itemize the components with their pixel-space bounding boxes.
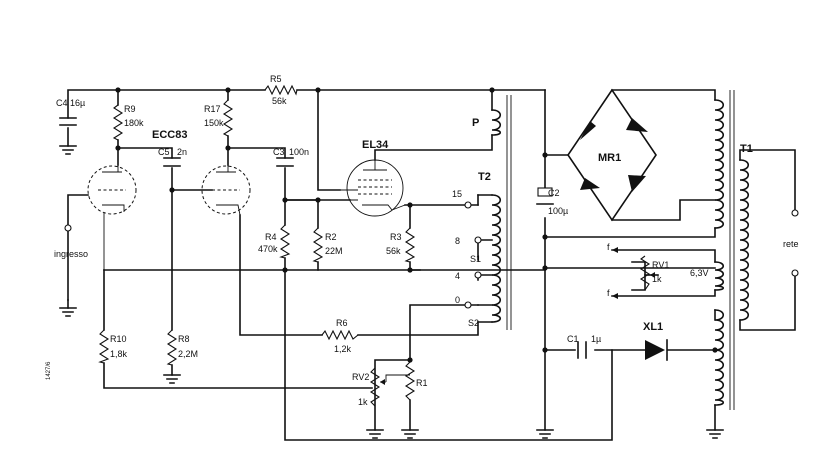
resistor-r10: R10 1,8k (98, 329, 128, 364)
r3-value: 56k (386, 246, 401, 256)
mains-label: rete (783, 239, 799, 249)
tube-ecc83-label: ECC83 (152, 129, 187, 141)
r2-ref: R2 (325, 232, 337, 242)
tube-ecc83-triode-2 (201, 165, 251, 216)
r1-ref: R1 (416, 378, 428, 388)
winding-s1-label: S1 (470, 254, 481, 264)
r10-value: 1,8k (110, 349, 128, 359)
potentiometer-rv1: RV1 1k (639, 255, 669, 291)
r9-ref: R9 (124, 104, 136, 114)
resistor-r2: R2 22M (312, 227, 343, 263)
filament-leads: f f (607, 242, 632, 299)
r6-ref: R6 (336, 318, 348, 328)
r10-ref: R10 (110, 334, 127, 344)
c5-value: 2n (177, 147, 187, 157)
input-terminal: ingresso (54, 224, 88, 259)
tap-0-label: 0 (455, 295, 460, 305)
r17-value: 150k (204, 118, 224, 128)
ground-symbols (59, 145, 724, 439)
mains-terminals: rete (783, 209, 799, 277)
junctions (115, 87, 718, 363)
resistor-r1: R1 (404, 361, 428, 401)
capacitor-c2: C2 100µ (536, 187, 568, 216)
tube-el34 (340, 159, 406, 217)
wiring (67, 89, 796, 441)
resistor-r8: R8 2,2M (166, 329, 198, 366)
capacitor-c3: C3 100n (273, 147, 309, 167)
resistor-r3: R3 56k (386, 227, 416, 263)
r8-value: 2,2M (178, 349, 198, 359)
t2-label: T2 (478, 171, 491, 183)
tube-el34-label: EL34 (362, 139, 389, 151)
filament-mark-top: f (607, 242, 610, 252)
c2-value: 100µ (548, 206, 568, 216)
capacitor-c1: C1 1µ (567, 334, 601, 359)
diode-xl1: XL1 (643, 321, 668, 361)
r5-ref: R5 (270, 74, 282, 84)
winding-s2-label: S2 (468, 318, 479, 328)
tube-ecc83-triode-1 (87, 165, 137, 270)
potentiometer-rv2: RV2 1k (352, 367, 410, 407)
c2-ref: C2 (548, 188, 560, 198)
tap-15-label: 15 (452, 189, 462, 199)
c1-ref: C1 (567, 334, 579, 344)
capacitor-c5: C5 2n (158, 147, 187, 167)
rv2-ref: RV2 (352, 372, 369, 382)
transformer-t1: T1 6,3V (690, 90, 753, 410)
r4-ref: R4 (265, 232, 277, 242)
xl1-ref: XL1 (643, 321, 663, 333)
c3-value: 100n (289, 147, 309, 157)
r4-value: 470k (258, 244, 278, 254)
c3-ref: C3 (273, 147, 285, 157)
t1-label: T1 (740, 143, 753, 155)
resistor-r9: R9 180k (112, 104, 144, 141)
output-taps: 15 8 4 0 (452, 189, 482, 309)
r9-value: 180k (124, 118, 144, 128)
c5-ref: C5 (158, 147, 170, 157)
winding-p-label: P (472, 117, 479, 129)
r8-ref: R8 (178, 334, 190, 344)
mr1-ref: MR1 (598, 152, 621, 164)
rv1-ref: RV1 (652, 260, 669, 270)
tap-8-label: 8 (455, 236, 460, 246)
capacitor-c4: C4 16µ (56, 98, 85, 126)
c1-value: 1µ (591, 334, 601, 344)
c4-ref: C4 (56, 98, 68, 108)
r3-ref: R3 (390, 232, 402, 242)
drawing-number: 1427/6 (46, 361, 52, 380)
heater-voltage-label: 6,3V (690, 268, 709, 278)
r6-value: 1,2k (334, 344, 352, 354)
rv2-value: 1k (358, 397, 368, 407)
resistor-r4: R4 470k (258, 224, 291, 259)
rv1-value: 1k (652, 274, 662, 284)
bridge-rectifier-mr1: MR1 (567, 88, 657, 222)
input-label: ingresso (54, 249, 88, 259)
resistor-r5: R5 56k (264, 74, 298, 106)
r2-value: 22M (325, 246, 343, 256)
filament-mark-bottom: f (607, 288, 610, 298)
tap-4-label: 4 (455, 271, 460, 281)
r5-value: 56k (272, 96, 287, 106)
resistor-r17: R17 150k (204, 99, 234, 137)
r17-ref: R17 (204, 104, 221, 114)
resistor-r6: R6 1,2k (321, 318, 359, 354)
transformer-t2: P T2 S1 S2 (468, 95, 512, 330)
c4-value: 16µ (70, 98, 85, 108)
